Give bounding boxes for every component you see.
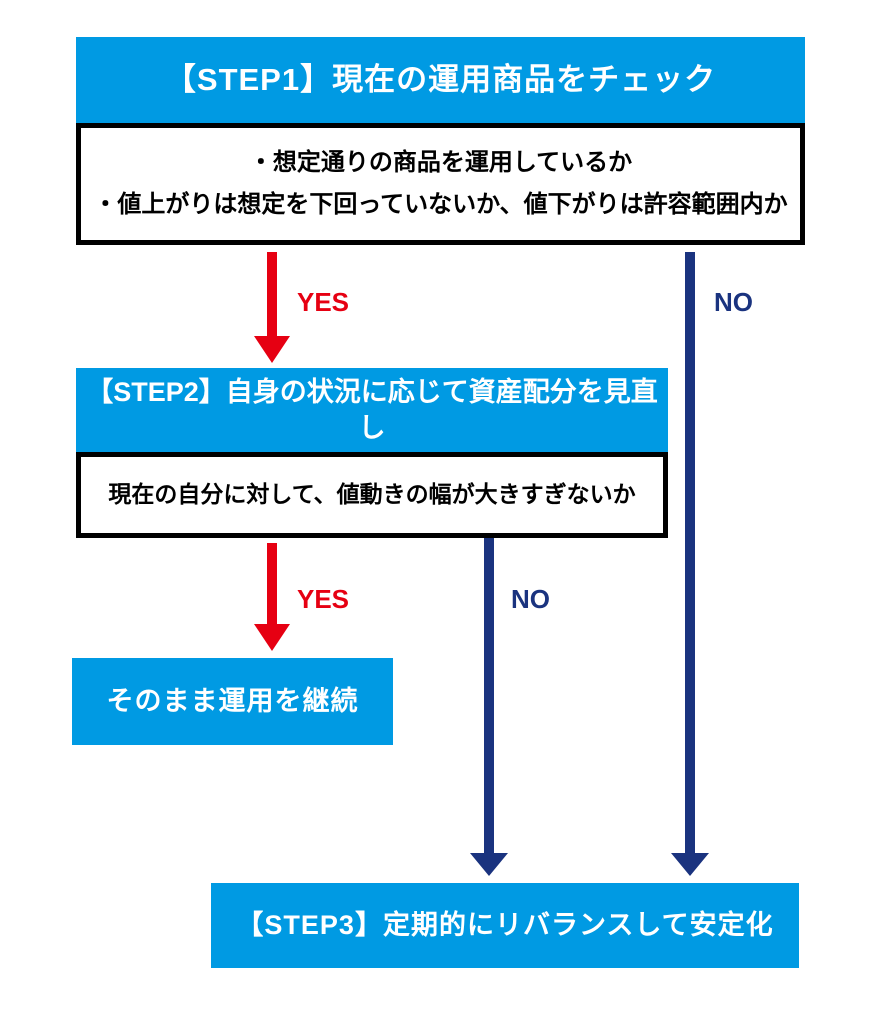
step1-yes-arrow-icon bbox=[254, 252, 290, 363]
step1-no-arrow-icon bbox=[671, 252, 709, 876]
step1-header: 【STEP1】現在の運用商品をチェック bbox=[76, 37, 805, 123]
step1-checklist-item: ・想定通りの商品を運用しているか bbox=[248, 149, 633, 177]
step2-checklist-box: 現在の自分に対して、値動きの幅が大きすぎないか bbox=[76, 452, 668, 538]
step2-yes-arrow-icon bbox=[254, 543, 290, 651]
step1-checklist-item: ・値上がりは想定を下回っていないか、値下がりは許容範囲内か bbox=[93, 190, 788, 218]
continue-operation-box: そのまま運用を継続 bbox=[72, 658, 393, 745]
step1-checklist-box: ・想定通りの商品を運用しているか ・値上がりは想定を下回っていないか、値下がりは… bbox=[76, 123, 805, 245]
step1-yes-label: YES bbox=[297, 287, 350, 317]
step2-no-label: NO bbox=[511, 584, 550, 614]
step2-checklist-item: 現在の自分に対して、値動きの幅が大きすぎないか bbox=[108, 481, 636, 508]
step2-header: 【STEP2】自身の状況に応じて資産配分を見直し bbox=[76, 368, 668, 452]
step2-yes-label: YES bbox=[297, 584, 350, 614]
step2-no-arrow-icon bbox=[470, 538, 508, 876]
step1-no-label: NO bbox=[714, 287, 753, 317]
step3-bar: 【STEP3】定期的にリバランスして安定化 bbox=[211, 883, 799, 968]
